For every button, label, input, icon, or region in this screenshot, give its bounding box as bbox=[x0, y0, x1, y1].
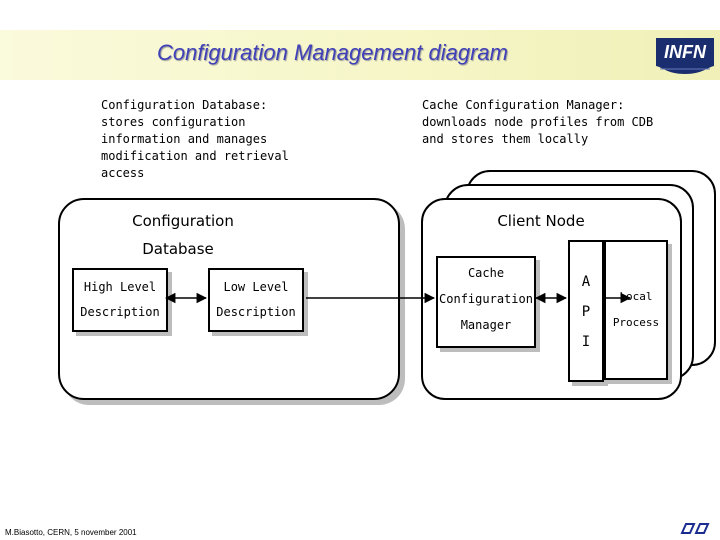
low-level-description-box: Low Level Description bbox=[208, 268, 304, 332]
navigation-icon bbox=[680, 520, 712, 539]
logo-text: INFN bbox=[664, 42, 707, 62]
cache-note-line: and stores them locally bbox=[422, 132, 589, 146]
high-level-description-box: High Level Description bbox=[72, 268, 168, 332]
low-level-line1: Low Level bbox=[223, 280, 289, 294]
footer-credit: M.Biasotto, CERN, 5 november 2001 bbox=[5, 528, 137, 537]
config-database-label-line2: Database bbox=[142, 240, 214, 258]
infn-logo: INFN bbox=[652, 34, 718, 78]
config-database-label-line1: Configuration bbox=[132, 212, 234, 230]
database-note-line: stores configuration bbox=[101, 115, 246, 129]
database-note-line: information and manages bbox=[101, 132, 268, 146]
cache-note: Cache Configuration Manager: downloads n… bbox=[422, 97, 682, 148]
title-band bbox=[0, 30, 720, 80]
low-level-line2: Description bbox=[216, 305, 296, 319]
local-process-box: Local Process bbox=[604, 240, 668, 380]
client-node-label: Client Node bbox=[497, 212, 585, 230]
database-note-line: access bbox=[101, 166, 145, 180]
high-level-line2: Description bbox=[80, 305, 160, 319]
database-note-line: modification and retrieval bbox=[101, 149, 289, 163]
high-level-line1: High Level bbox=[83, 280, 157, 294]
cache-note-heading: Cache Configuration Manager: bbox=[422, 98, 625, 112]
database-note: Configuration Database: stores configura… bbox=[101, 97, 311, 182]
api-line3: I bbox=[581, 334, 591, 350]
cache-line1: Cache bbox=[467, 266, 505, 280]
cache-note-line: downloads node profiles from CDB bbox=[422, 115, 654, 129]
local-line2: Process bbox=[612, 316, 660, 329]
database-note-heading: Configuration Database: bbox=[101, 98, 268, 112]
cache-line2: Configuration bbox=[439, 292, 533, 306]
api-line1: A bbox=[581, 274, 591, 290]
cache-line3: Manager bbox=[460, 318, 512, 332]
page-title: Configuration Management diagram bbox=[157, 40, 508, 65]
api-box: A P I bbox=[568, 240, 604, 382]
api-line2: P bbox=[581, 304, 591, 320]
